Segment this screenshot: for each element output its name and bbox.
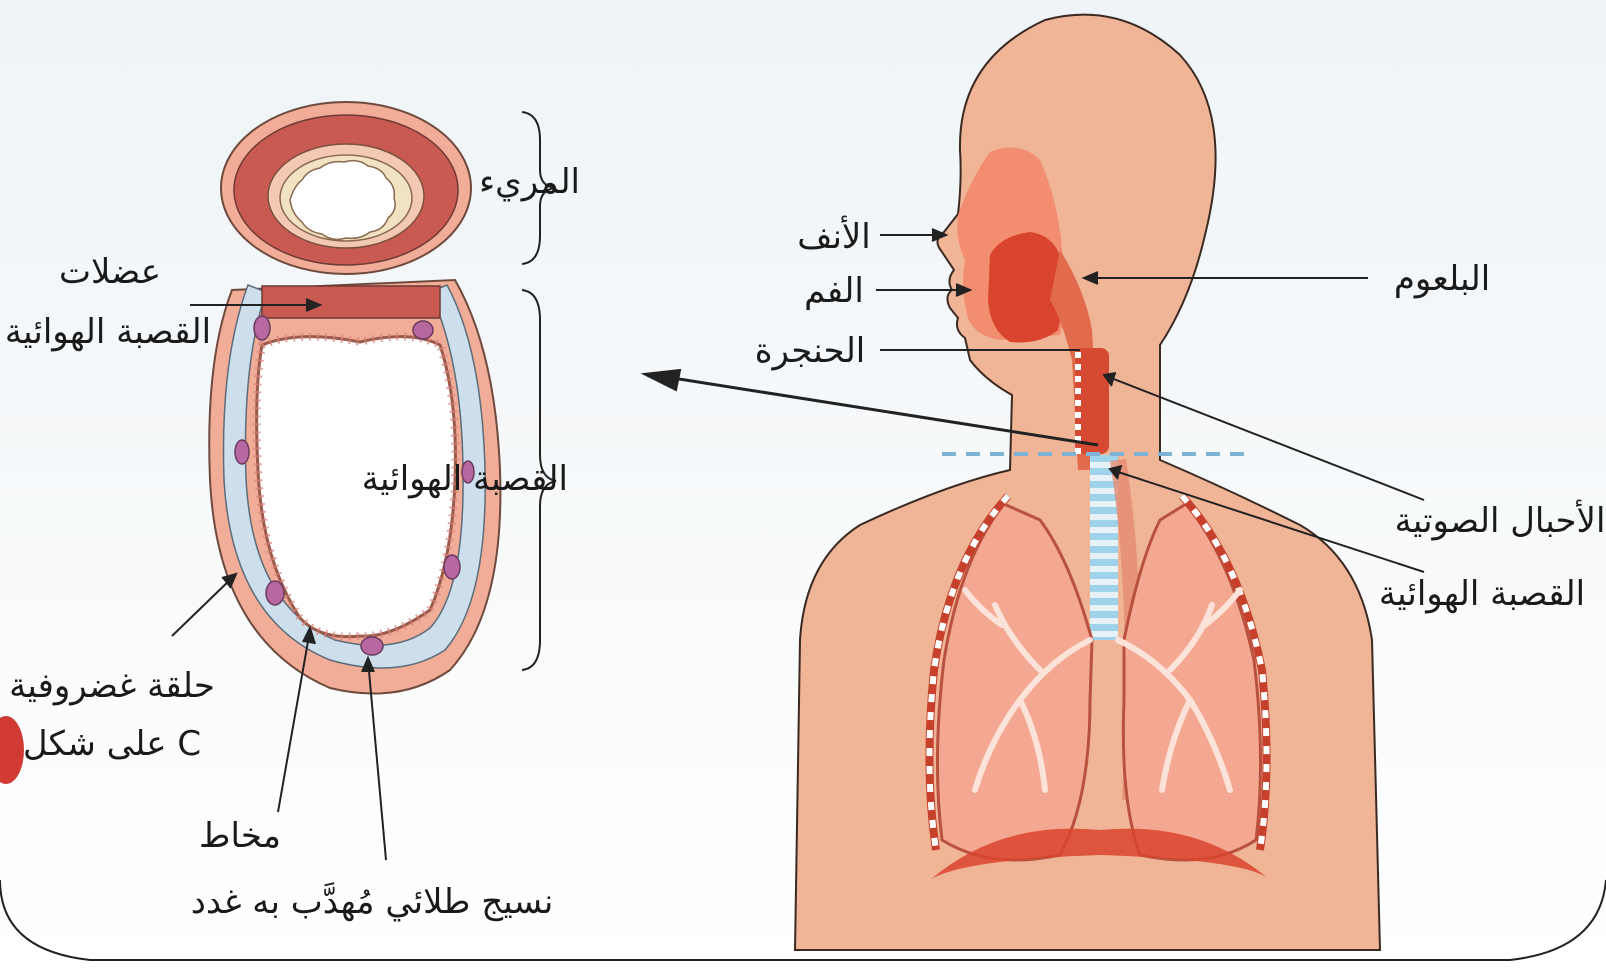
esophagus-label: المريء	[479, 162, 580, 202]
epithelium-label: نسيج طلائي مُهدَّب به غدد	[191, 882, 554, 922]
vocal-cords-label: الأحبال الصوتية	[1395, 499, 1606, 541]
trachea-label: القصبة الهوائية	[362, 459, 568, 499]
muscles-label-line1: عضلات	[59, 252, 161, 292]
cartilage-label-line2: على شكل C	[23, 724, 201, 764]
trachea-cross-section	[209, 102, 500, 694]
body-trachea-label: القصبة الهوائية	[1379, 574, 1585, 614]
mucus-label: مخاط	[199, 816, 281, 856]
cartilage-pointer	[172, 576, 234, 636]
trachealis-muscle	[262, 286, 440, 318]
human-torso	[795, 15, 1380, 950]
cartilage-label-line1: حلقة غضروفية	[9, 666, 215, 706]
pharynx-label: البلعوم	[1394, 259, 1490, 299]
larynx-label: الحنجرة	[755, 331, 866, 371]
muscles-label-line2: القصبة الهوائية	[5, 312, 211, 352]
nose-label: الأنف	[797, 215, 871, 257]
oral-cavity	[988, 232, 1063, 343]
mouth-label: الفم	[804, 271, 864, 311]
body-silhouette	[795, 15, 1380, 950]
section-arrowhead	[644, 370, 680, 390]
edge-decoration	[0, 716, 24, 784]
